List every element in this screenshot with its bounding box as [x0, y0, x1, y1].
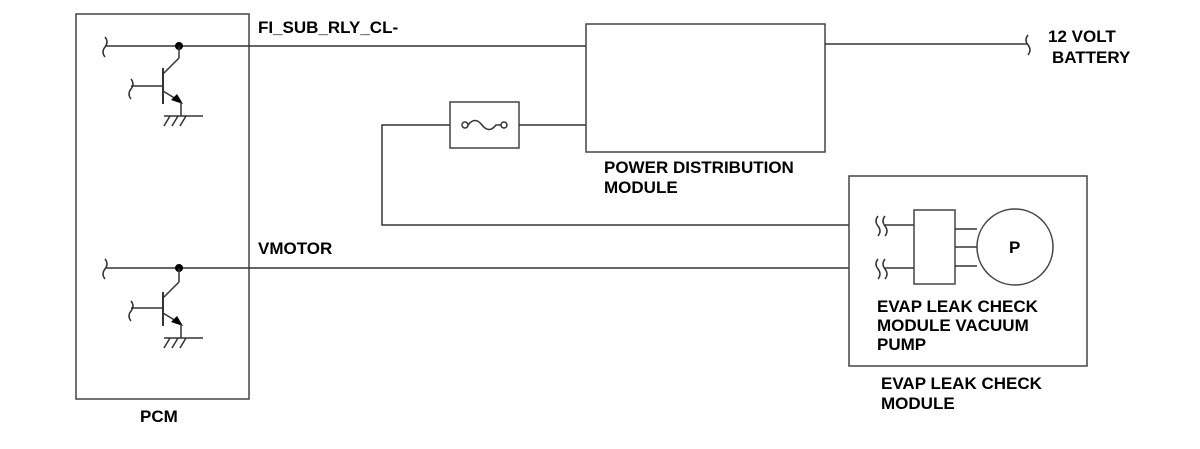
pump-motor-icon: [976, 208, 1054, 286]
pump-connector-icon: [875, 215, 888, 280]
pcm-upper-transistor-icon: [128, 46, 203, 127]
pdm-label-line1: POWER DISTRIBUTION: [604, 158, 794, 177]
power-distribution-module-box: [585, 23, 826, 153]
pcm-lower-transistor-icon: [128, 268, 203, 349]
fuse-to-pump-wire: [381, 124, 878, 226]
battery-connector-icon: [1025, 34, 1031, 56]
pcm-upper-circuit: [102, 36, 586, 127]
evap-module-label-line1: EVAP LEAK CHECK: [881, 374, 1043, 393]
pcm-lower-connector-icon: [102, 258, 108, 280]
vmotor-label: VMOTOR: [258, 239, 332, 258]
fi-sub-rly-cl-label: FI_SUB_RLY_CL-: [258, 18, 398, 37]
pdm-label-line2: MODULE: [604, 178, 678, 197]
evap-pump-label-line3: PUMP: [877, 335, 926, 354]
evap-leak-check-module-box: [848, 175, 1088, 367]
pump-switch-block: [913, 209, 956, 285]
evap-pump-label-line1: EVAP LEAK CHECK: [877, 297, 1039, 316]
pcm-lower-circuit: [102, 258, 878, 349]
fuse-icon: [449, 101, 520, 149]
pcm-label: PCM: [140, 407, 178, 426]
battery-label-line2: BATTERY: [1052, 48, 1131, 67]
evap-module-label-line2: MODULE: [881, 394, 955, 413]
pcm-upper-connector-icon: [102, 36, 108, 58]
battery-label-line1: 12 VOLT: [1048, 27, 1116, 46]
evap-pump-label-line2: MODULE VACUUM: [877, 316, 1029, 335]
pump-motor-symbol: P: [1009, 238, 1020, 257]
